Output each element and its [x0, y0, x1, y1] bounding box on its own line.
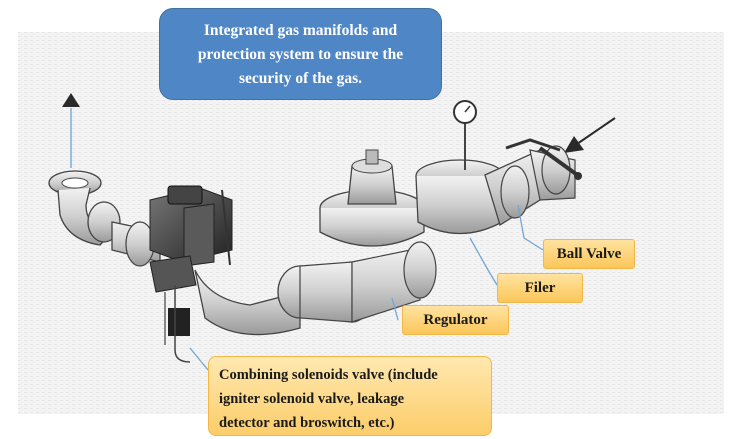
- ball-valve-label: Ball Valve: [543, 239, 635, 269]
- regulator: [319, 149, 425, 247]
- note-line-2: igniter solenoid valve, leakage: [219, 391, 405, 407]
- pipeline: [111, 221, 437, 336]
- callout-line-2: protection system to ensure the: [197, 46, 404, 63]
- leader-lines: [189, 204, 544, 371]
- outlet-flange: [48, 170, 121, 246]
- callout-line-1: Integrated gas manifolds and: [203, 22, 398, 39]
- inlet-arrow: [564, 117, 616, 153]
- system-description-callout: Integrated gas manifolds and protection …: [159, 8, 442, 100]
- note-line-1: Combining solenoids valve (include: [219, 367, 438, 383]
- solenoid-valve-note: Combining solenoids valve (include ignit…: [208, 356, 492, 436]
- solenoid-valve-assembly: [149, 185, 233, 363]
- regulator-label: Regulator: [402, 305, 509, 335]
- outlet-arrow: [62, 93, 80, 168]
- ball-valve: [484, 138, 582, 227]
- filter: [415, 100, 505, 235]
- callout-line-3: security of the gas.: [238, 70, 363, 87]
- filer-label: Filer: [497, 273, 583, 303]
- note-line-3: detector and broswitch, etc.): [219, 415, 395, 431]
